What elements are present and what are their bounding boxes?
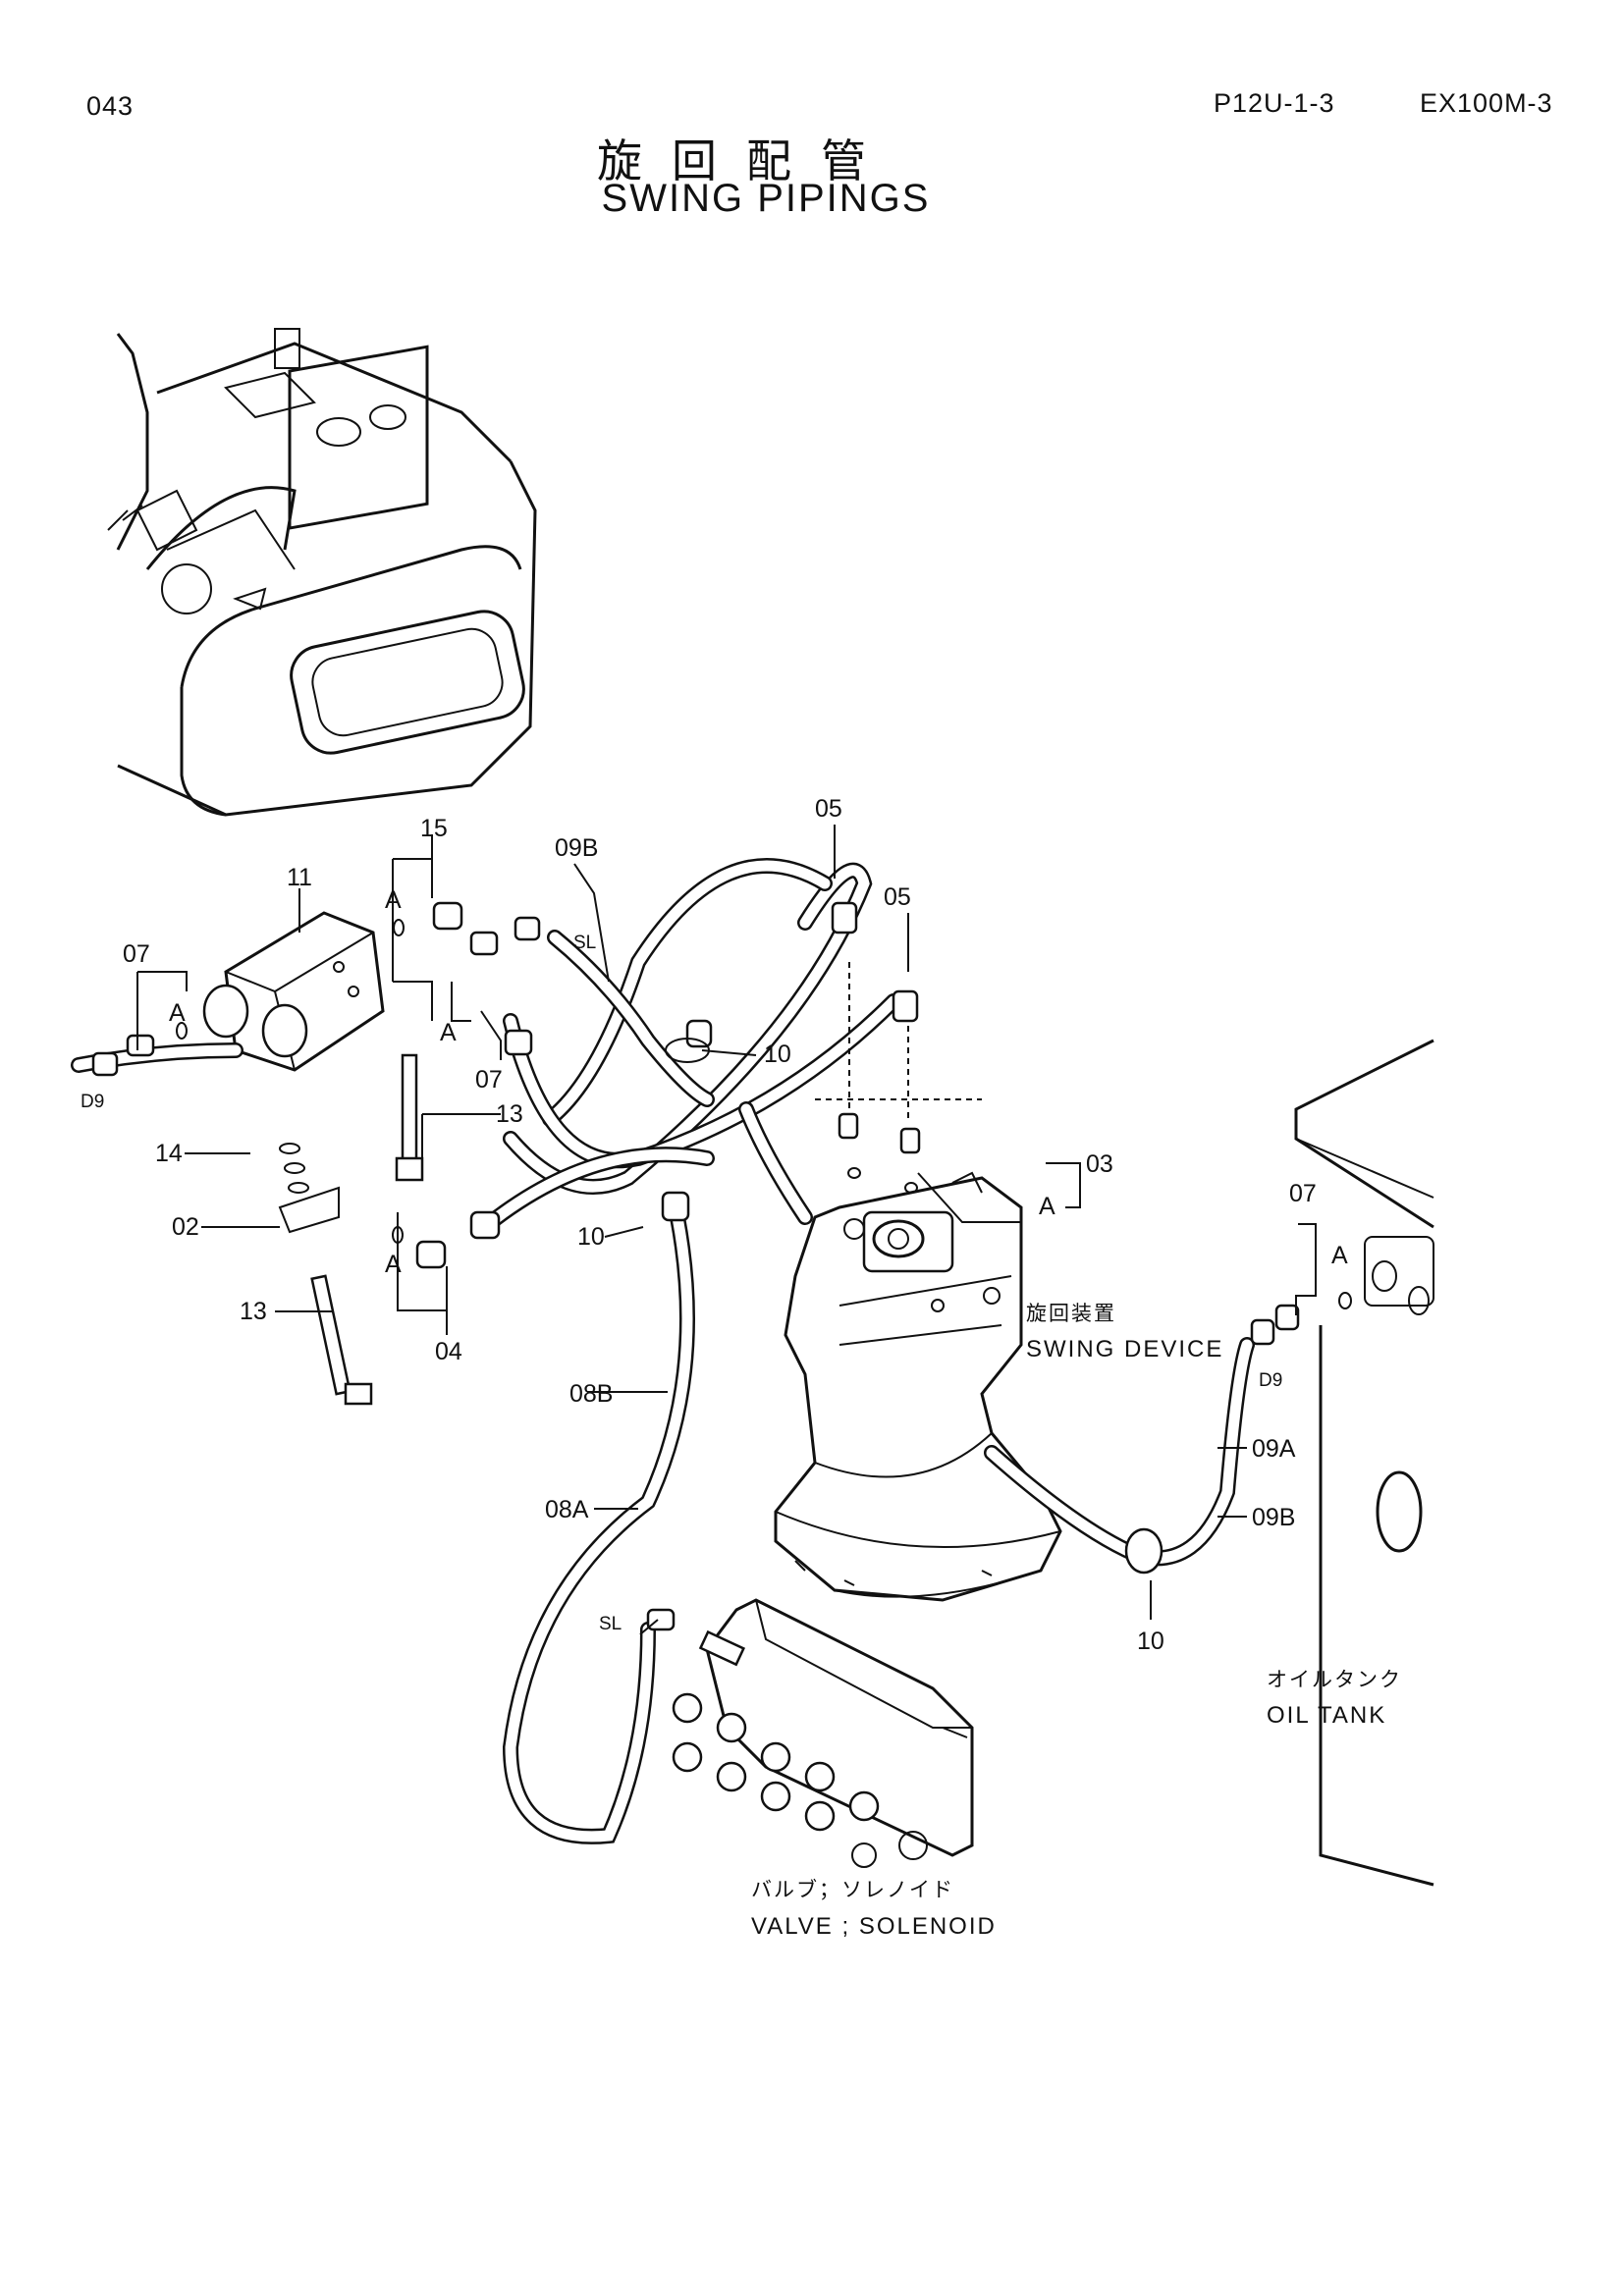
label-a-low: A	[385, 1251, 402, 1278]
label-05-b: 05	[884, 883, 911, 911]
label-sl-top: SL	[573, 933, 596, 953]
label-02: 02	[172, 1213, 199, 1241]
leader-lines	[136, 825, 1317, 1635]
callout-valve-jp: バルブ；ソレノイド	[751, 1878, 954, 1901]
fittings	[91, 901, 1352, 1631]
label-15: 15	[420, 815, 448, 842]
label-13-top: 13	[496, 1100, 523, 1128]
label-08b: 08B	[569, 1380, 613, 1408]
label-03: 03	[1086, 1150, 1113, 1178]
callout-valve-en: VALVE ; SOLENOID	[751, 1913, 997, 1940]
title-japanese: 旋回配管	[597, 134, 895, 187]
callout-oil-tank-en: OIL TANK	[1267, 1702, 1386, 1729]
label-10-bottom: 10	[1137, 1628, 1164, 1655]
callout-swing-device-jp: 旋回装置	[1026, 1302, 1116, 1325]
label-a-left-top: A	[385, 886, 402, 914]
callout-oil-tank-jp: オイルタンク	[1267, 1668, 1402, 1691]
machine-frame-illustration	[107, 328, 537, 817]
label-05-a: 05	[815, 795, 842, 823]
label-09a-right: 09A	[1252, 1435, 1296, 1463]
label-07-right: 07	[1289, 1180, 1317, 1207]
label-09b-top: 09B	[555, 834, 598, 862]
label-sl-bottom: SL	[599, 1614, 622, 1634]
component-callouts: 旋回装置 SWING DEVICE オイルタンク OIL TANK バルブ；ソレ…	[751, 1302, 1402, 1940]
part-number-labels: 15 11 07 A A D9 A 07 09B SL 05 05 10 13 …	[81, 795, 1348, 1655]
model-code: EX100M-3	[1420, 88, 1553, 118]
label-a-far-right: A	[1331, 1242, 1348, 1269]
label-d9-right: D9	[1259, 1370, 1282, 1391]
label-04: 04	[435, 1338, 462, 1365]
page-number: 043	[86, 91, 135, 121]
label-a-right: A	[1039, 1193, 1055, 1220]
oil-tank-illustration	[1294, 1039, 1434, 1887]
callout-swing-device-en: SWING DEVICE	[1026, 1336, 1223, 1362]
reference-code: P12U-1-3	[1214, 88, 1335, 118]
label-10-top: 10	[764, 1041, 791, 1068]
label-13-bottom: 13	[240, 1298, 267, 1325]
label-10-mid: 10	[577, 1223, 605, 1251]
title-english: SWING PIPINGS	[601, 177, 931, 220]
label-a-mid: A	[440, 1019, 457, 1046]
label-08a: 08A	[545, 1496, 589, 1523]
swing-device-illustration	[774, 1171, 1062, 1602]
label-d9-left: D9	[81, 1092, 104, 1112]
label-11: 11	[287, 864, 312, 891]
label-09b-right: 09B	[1252, 1504, 1295, 1531]
label-07-mid: 07	[475, 1066, 503, 1094]
manifold-block-illustration	[202, 911, 424, 1406]
label-a-left-mid: A	[169, 999, 186, 1027]
solenoid-valve-illustration	[672, 1598, 974, 1868]
label-14: 14	[155, 1140, 183, 1167]
label-07-left: 07	[123, 940, 150, 968]
